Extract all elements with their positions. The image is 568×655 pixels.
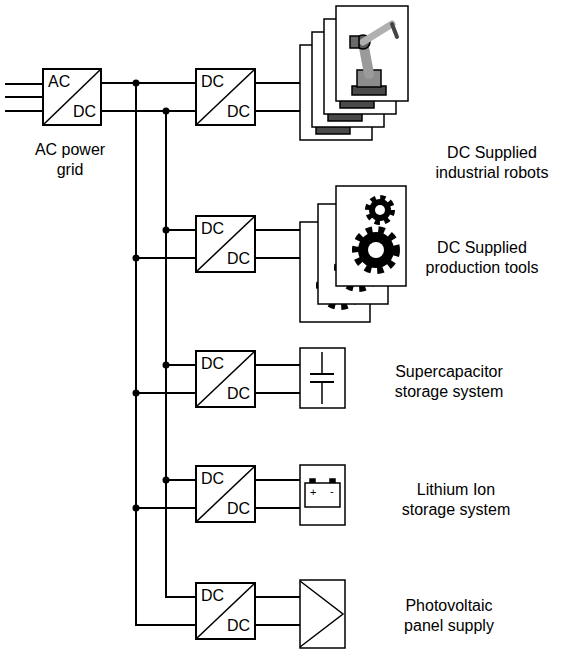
junction-dot bbox=[163, 227, 170, 234]
dc-bus-connector bbox=[102, 83, 195, 393]
block-label: Supercapacitor storage system bbox=[385, 362, 513, 402]
converter-box: DCDC bbox=[195, 465, 256, 523]
load-wire bbox=[256, 480, 300, 508]
grid-input-lines bbox=[5, 84, 42, 111]
converter-type-text: DC bbox=[227, 500, 250, 518]
junction-dot bbox=[133, 505, 140, 512]
junction-dot bbox=[163, 477, 170, 484]
block-label: DC Supplied industrial robots bbox=[428, 143, 556, 183]
load-wire bbox=[256, 365, 300, 393]
dc-bus-connector bbox=[102, 83, 195, 508]
converter-box: ACDC bbox=[42, 68, 102, 126]
load-wire bbox=[256, 230, 300, 258]
converter-box: DCDC bbox=[195, 68, 256, 126]
supercapacitor-symbol bbox=[300, 348, 345, 408]
converter-type-text: DC bbox=[227, 250, 250, 268]
junction-dot bbox=[163, 362, 170, 369]
block-label: Lithium Ion storage system bbox=[392, 480, 520, 520]
converter-type-text: DC bbox=[201, 73, 224, 91]
robot-cards bbox=[300, 6, 408, 140]
battery-symbol bbox=[300, 465, 345, 525]
load-wire bbox=[256, 597, 300, 625]
junction-dot bbox=[133, 390, 140, 397]
dc-bus-connector bbox=[102, 83, 195, 258]
converter-type-text: DC bbox=[73, 103, 96, 121]
converter-type-text: DC bbox=[201, 587, 224, 605]
converter-type-text: AC bbox=[48, 73, 70, 91]
junction-dot bbox=[133, 80, 140, 87]
converter-box: DCDC bbox=[195, 215, 256, 273]
polarity-mark: - bbox=[330, 486, 334, 497]
load-wire bbox=[256, 83, 300, 111]
junction-dot bbox=[163, 108, 170, 115]
block-label: Photovoltaic panel supply bbox=[385, 596, 513, 636]
polarity-mark: + bbox=[310, 487, 316, 498]
converter-box: DCDC bbox=[195, 350, 256, 408]
tool-cards bbox=[300, 186, 406, 322]
converter-type-text: DC bbox=[227, 617, 250, 635]
converter-type-text: DC bbox=[201, 220, 224, 238]
junction-dot bbox=[133, 255, 140, 262]
converter-type-text: DC bbox=[201, 470, 224, 488]
pv-panel-symbol bbox=[300, 580, 345, 648]
converter-type-text: DC bbox=[227, 103, 250, 121]
converter-type-text: DC bbox=[227, 385, 250, 403]
block-label: AC power grid bbox=[22, 140, 118, 180]
dc-bus-connector bbox=[102, 83, 195, 625]
dc-bus-connector bbox=[102, 83, 195, 111]
block-label: DC Supplied production tools bbox=[418, 238, 546, 278]
converter-type-text: DC bbox=[201, 355, 224, 373]
converter-box: DCDC bbox=[195, 582, 256, 640]
